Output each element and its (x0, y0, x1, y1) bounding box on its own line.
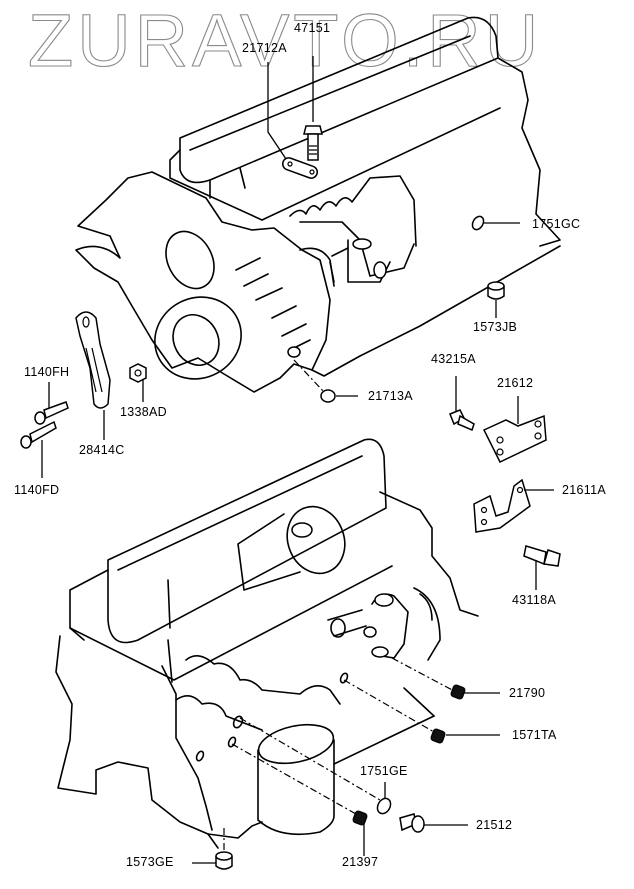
label-1140FD: 1140FD (14, 483, 59, 497)
part-1571TA-plug[interactable] (343, 679, 500, 744)
part-1140FH-bolt[interactable] (34, 382, 69, 425)
part-28414C-bracket[interactable] (75, 311, 111, 440)
label-21790: 21790 (509, 686, 545, 700)
label-1140FH: 1140FH (24, 365, 69, 379)
label-28414C: 28414C (79, 443, 125, 457)
label-1571TA: 1571TA (512, 728, 557, 742)
part-21512-plug[interactable] (399, 813, 468, 833)
part-21712A-bracket[interactable] (267, 62, 319, 180)
part-47151-bolt[interactable] (303, 56, 323, 161)
part-21397-plug[interactable] (231, 743, 368, 856)
label-1751GC: 1751GC (532, 217, 580, 231)
part-1751GE-washer[interactable] (239, 717, 393, 816)
label-21512: 21512 (476, 818, 512, 832)
label-21611A: 21611A (562, 483, 606, 497)
part-43215A-bolt[interactable] (449, 376, 475, 432)
part-1338AD-nut[interactable] (129, 363, 147, 402)
label-21713A: 21713A (368, 389, 413, 403)
upper-engine-drawing (75, 16, 561, 393)
part-1140FD-bolt[interactable] (20, 420, 57, 478)
label-1573JB: 1573JB (473, 320, 517, 334)
part-1573GE-plug[interactable] (192, 828, 233, 870)
part-21612-bracket[interactable] (482, 396, 547, 463)
watermark: ZURAVTO.RU (28, 0, 542, 82)
lower-engine-drawing (55, 438, 479, 849)
part-21611A-bracket[interactable] (473, 478, 554, 533)
label-1338AD: 1338AD (120, 405, 167, 419)
label-1573GE: 1573GE (126, 855, 174, 869)
part-43118A-bolt[interactable] (523, 545, 561, 590)
part-21713A-plug[interactable] (293, 359, 358, 403)
label-21397: 21397 (342, 855, 378, 869)
label-21612: 21612 (497, 376, 533, 390)
part-1751GC-gasket[interactable] (470, 214, 520, 231)
label-43215A: 43215A (431, 352, 476, 366)
label-21712A: 21712A (242, 41, 287, 55)
label-1751GE: 1751GE (360, 764, 408, 778)
label-47151: 47151 (294, 21, 330, 35)
part-1573JB-plug[interactable] (487, 281, 505, 318)
label-43118A: 43118A (512, 593, 556, 607)
part-21790-plug[interactable] (391, 657, 500, 700)
